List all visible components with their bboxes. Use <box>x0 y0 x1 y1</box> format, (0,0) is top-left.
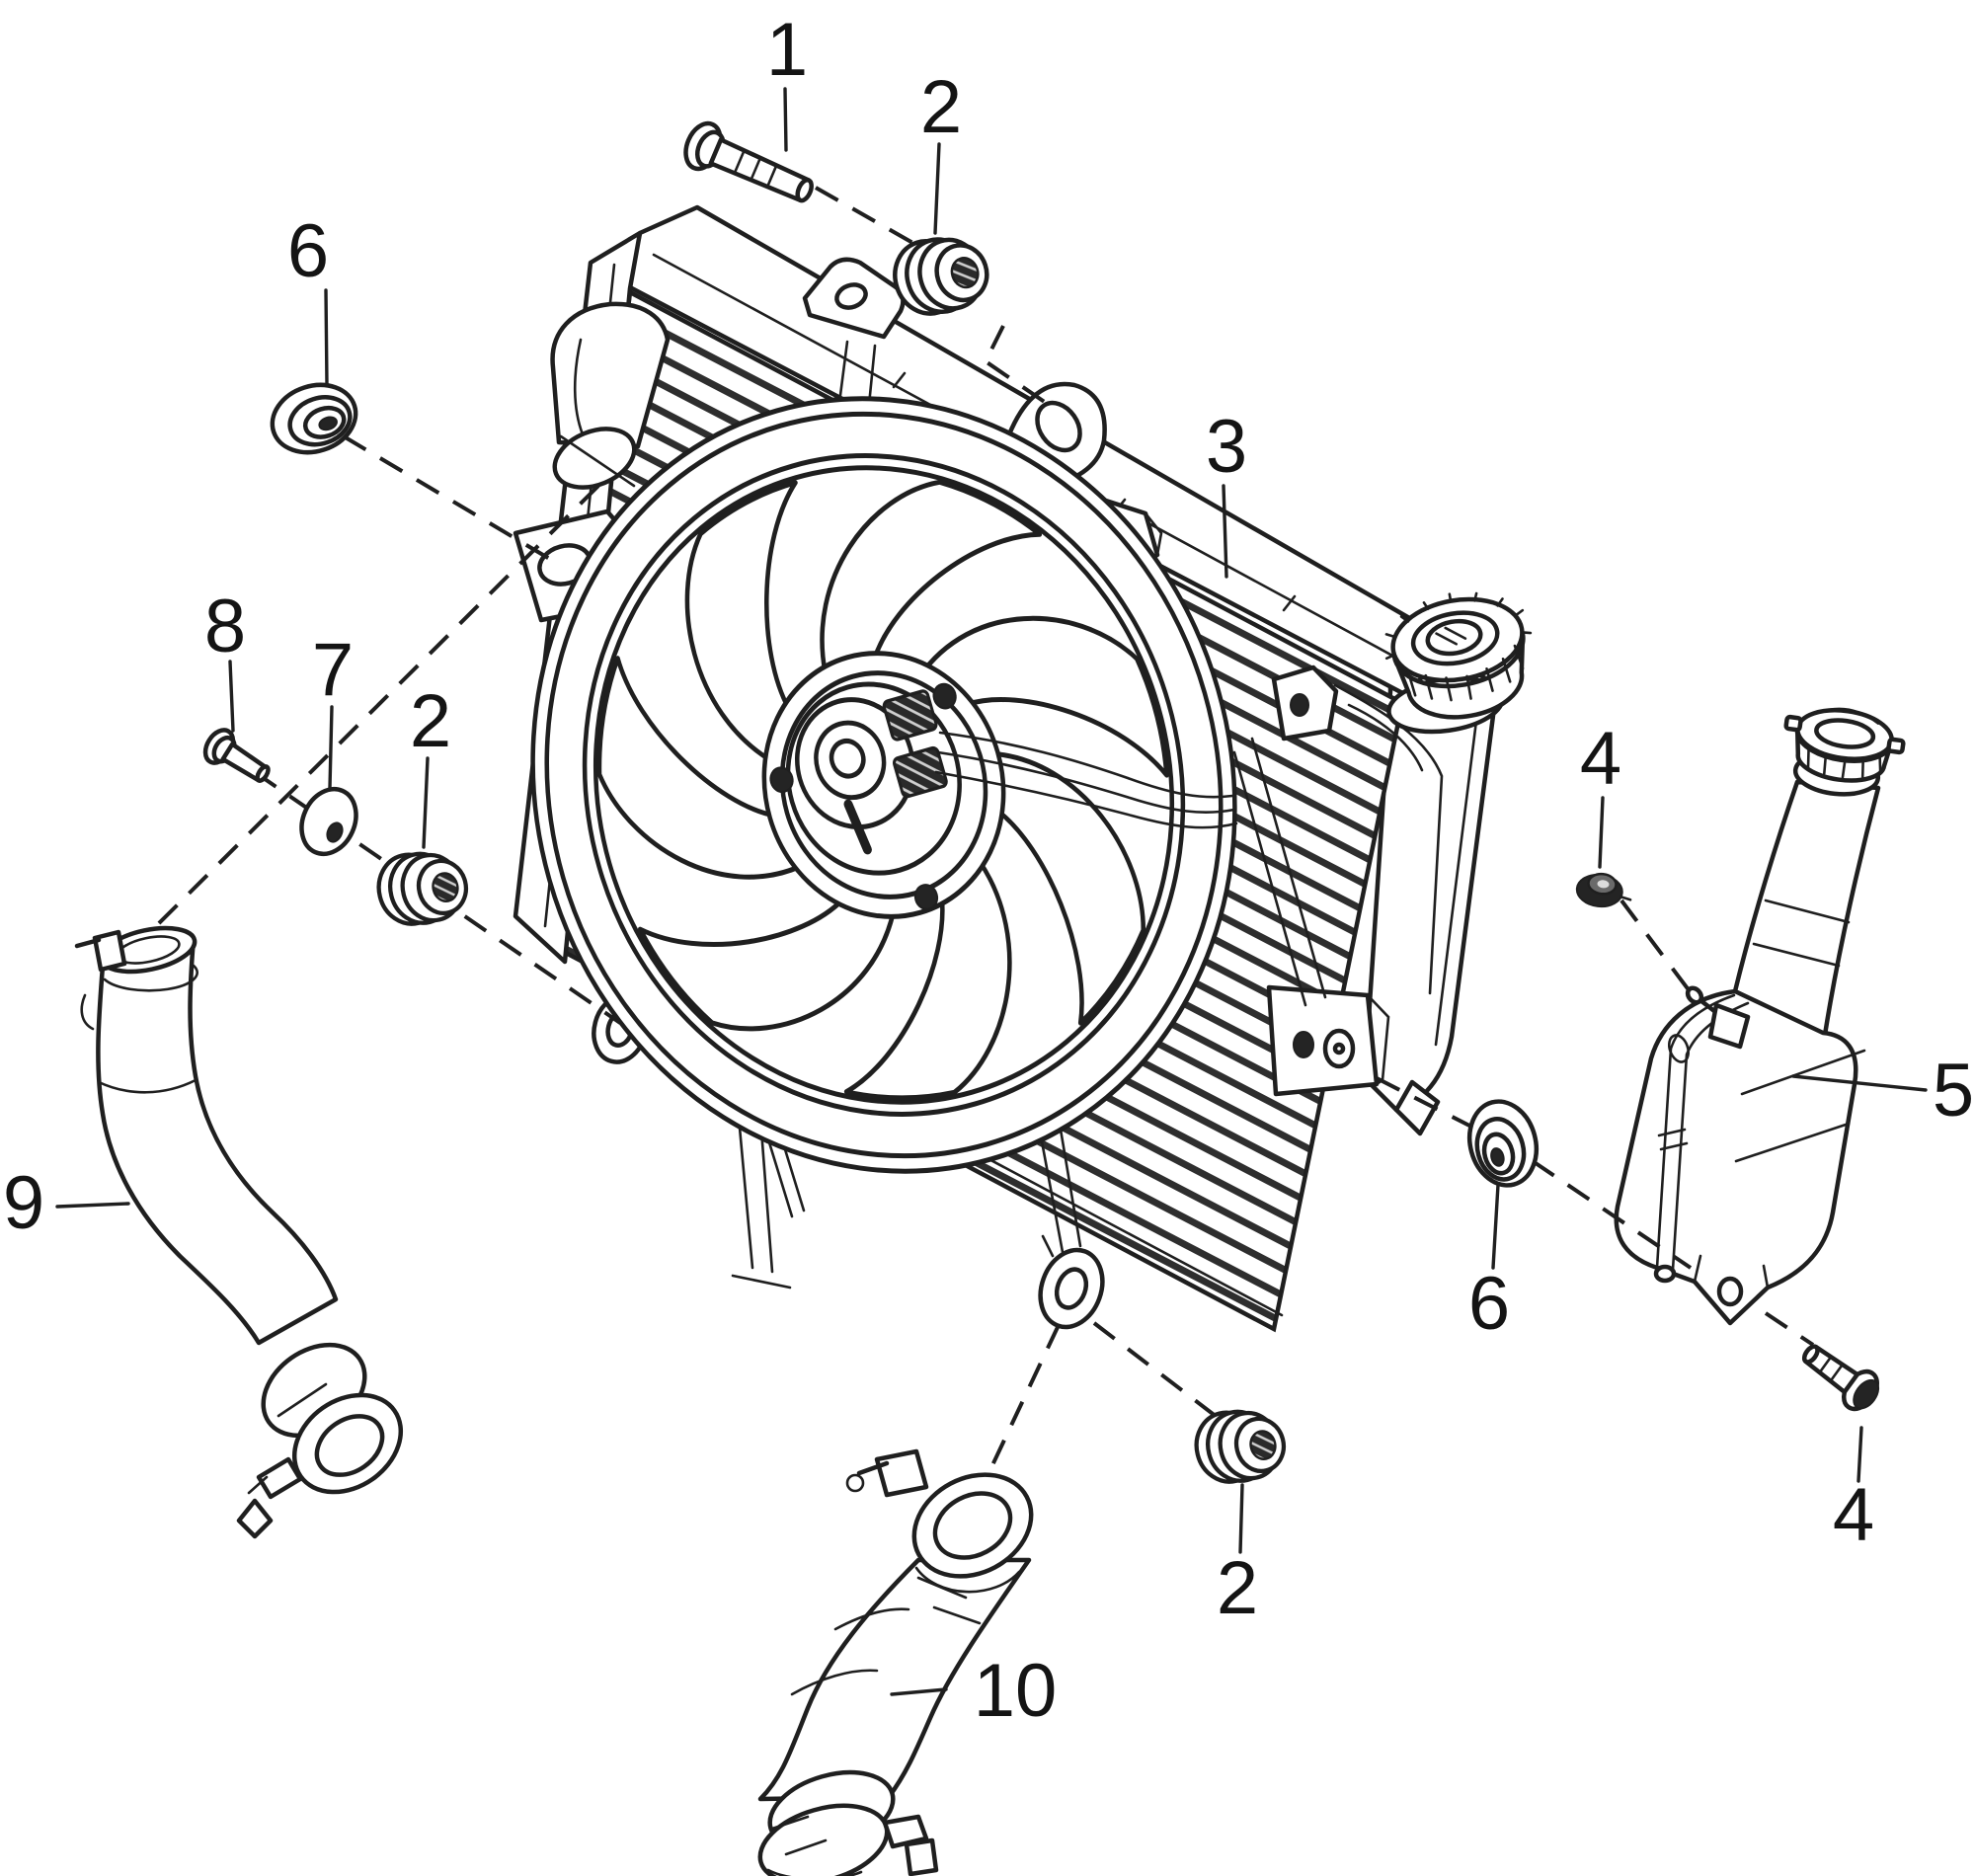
callout-5: 5 <box>1933 1049 1974 1133</box>
small-bolt <box>202 728 271 783</box>
rubber-grommet <box>1189 1400 1290 1490</box>
callout-4-bottom: 4 <box>1833 1473 1874 1557</box>
callout-6-right: 6 <box>1468 1262 1510 1346</box>
hose-clamp <box>757 1769 939 1876</box>
hose-clamp <box>236 1342 404 1539</box>
radiator-hose-upper <box>74 925 404 1539</box>
callout-10: 10 <box>974 1649 1058 1733</box>
radiator-inlet-elbow <box>550 301 671 490</box>
radiator-right-upper-bracket <box>1271 664 1339 742</box>
flat-washer <box>299 786 358 857</box>
reservoir-cap <box>1783 707 1906 783</box>
callout-9: 9 <box>3 1161 44 1245</box>
radiator-hose-lower <box>757 1448 1034 1876</box>
callout-8: 8 <box>204 585 246 668</box>
reservoir-neck <box>1732 779 1881 1038</box>
radiator-right-lower-bracket <box>1266 984 1390 1097</box>
callout-1: 1 <box>766 8 808 92</box>
callout-4-top: 4 <box>1580 717 1621 801</box>
callout-2-top: 2 <box>920 65 962 149</box>
flange-nut <box>1575 872 1632 908</box>
callout-2-left: 2 <box>410 679 451 763</box>
reservoir-mount-ear <box>1685 985 1751 1050</box>
fan-motor-wires <box>934 731 1238 829</box>
hose-clamp <box>74 925 198 1031</box>
mount-washer <box>264 374 364 462</box>
callout-6-left: 6 <box>287 209 329 293</box>
reservoir-bracket-hole <box>1716 1276 1744 1307</box>
rubber-grommet <box>371 842 472 932</box>
flange-bolt <box>1801 1344 1880 1412</box>
callout-3: 3 <box>1206 405 1247 489</box>
callouts: 1 2 3 4 5 6 6 7 8 2 2 9 10 4 <box>3 8 1974 1733</box>
radiator-cap <box>1384 591 1533 720</box>
mount-washer <box>1461 1094 1545 1193</box>
callout-2-bottom: 2 <box>1217 1546 1258 1630</box>
mount-bolt <box>683 120 814 203</box>
hose-clamp <box>845 1448 1034 1625</box>
radiator-eyelet-bottom <box>1038 1234 1105 1330</box>
callout-7: 7 <box>312 628 354 712</box>
reservoir-tank <box>1614 707 1906 1326</box>
cooling-fan <box>530 340 1327 1290</box>
